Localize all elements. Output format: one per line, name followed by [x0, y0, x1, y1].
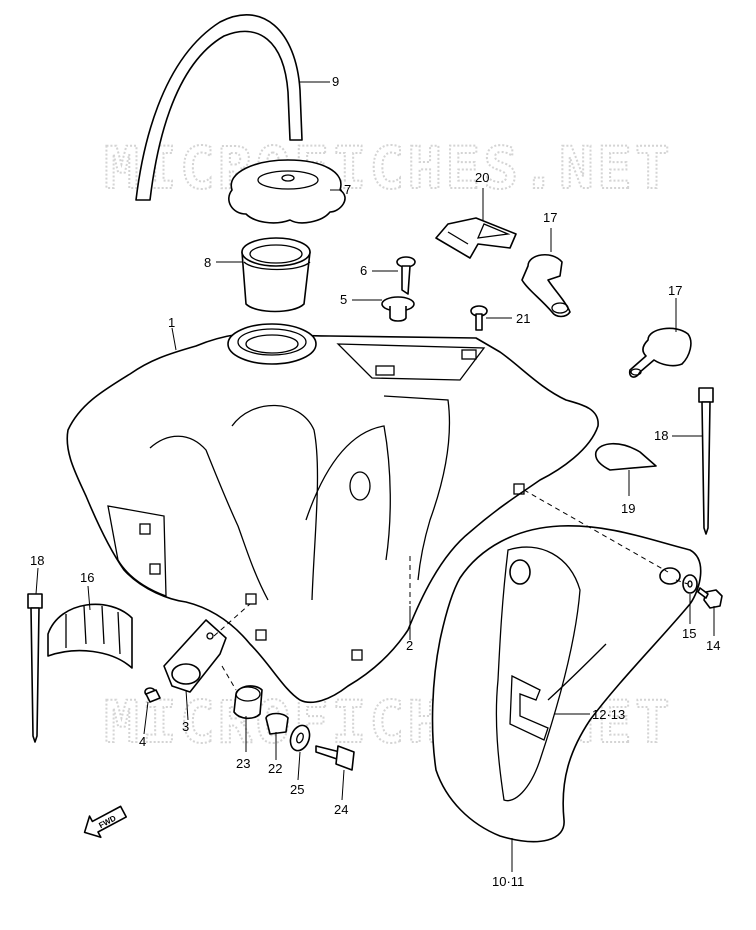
callout-5: 5 [340, 292, 347, 307]
callout-17b: 17 [668, 283, 682, 298]
callout-20: 20 [475, 170, 489, 185]
callout-16: 16 [80, 570, 94, 585]
bolt-14 [697, 587, 723, 609]
callout-17a: 17 [543, 210, 557, 225]
washer-25 [289, 724, 311, 752]
callout-24: 24 [334, 802, 348, 817]
leader-lines [35, 81, 715, 872]
callout-18a: 18 [30, 553, 44, 568]
assembly-lines [213, 489, 689, 691]
fuel-cock [163, 619, 227, 693]
bolt-24 [315, 745, 355, 771]
washer-15 [682, 574, 698, 594]
callout-15: 15 [682, 626, 696, 641]
fwd-arrow: FWD [83, 805, 128, 839]
callout-12-13: 12·13 [592, 707, 625, 722]
cable-tie-left [27, 593, 43, 743]
screw-4 [144, 687, 161, 703]
pad-19 [594, 442, 657, 471]
callout-7: 7 [344, 182, 351, 197]
callout-4: 4 [139, 734, 146, 749]
breather-hose [135, 14, 303, 201]
screw-6 [396, 256, 416, 295]
callout-1: 1 [168, 315, 175, 330]
tank-strap [435, 217, 517, 259]
cable-tie-right [698, 387, 714, 535]
clamp-17a [521, 254, 571, 318]
cushion-16 [47, 603, 133, 669]
fuel-tank [66, 323, 599, 704]
callout-9: 9 [332, 74, 339, 89]
collar-22 [265, 712, 289, 735]
callout-14: 14 [706, 638, 720, 653]
callout-21: 21 [516, 311, 530, 326]
grommet-23 [233, 685, 263, 720]
grommet-5 [381, 296, 415, 322]
callout-19: 19 [621, 501, 635, 516]
bolt-21 [470, 305, 488, 331]
callout-18b: 18 [654, 428, 668, 443]
callout-25: 25 [290, 782, 304, 797]
callout-8: 8 [204, 255, 211, 270]
fuel-cap [228, 159, 346, 224]
side-cover [431, 525, 702, 843]
watermark-top: MICROFICHES.NET [104, 134, 673, 202]
clamp-17b [628, 327, 692, 378]
callout-23: 23 [236, 756, 250, 771]
callout-3: 3 [182, 719, 189, 734]
callout-22: 22 [268, 761, 282, 776]
cap-collar [241, 237, 311, 313]
callout-labels: 9 7 8 6 5 21 1 2 20 17 17 18 19 16 18 3 … [30, 74, 720, 889]
callout-6: 6 [360, 263, 367, 278]
callout-2: 2 [406, 638, 413, 653]
callout-10-11: 10·11 [492, 874, 524, 889]
